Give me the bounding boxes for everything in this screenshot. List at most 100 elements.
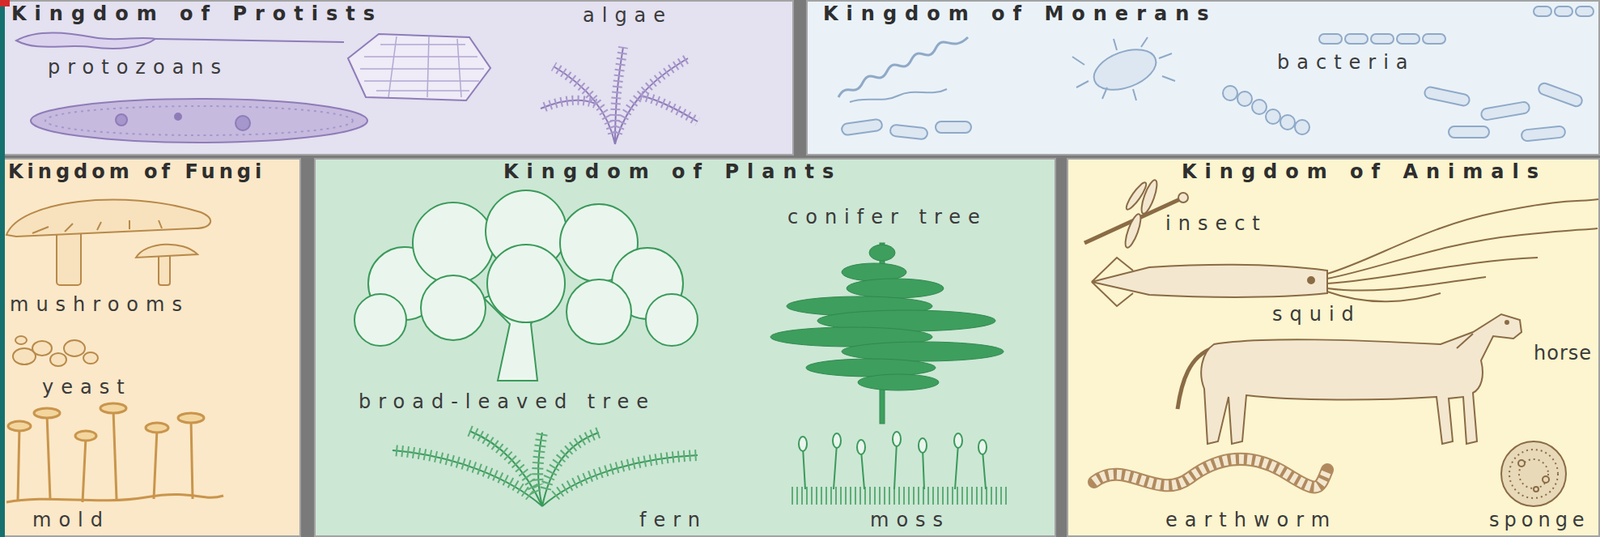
protozoan-drawing-part	[235, 115, 251, 131]
fern-drawing	[392, 430, 698, 506]
conifer-tree-drawing-part	[857, 373, 939, 391]
bacteria-drawing-part	[1222, 85, 1238, 101]
fern-drawing-part	[538, 432, 543, 506]
horse-drawing-part	[1177, 348, 1213, 409]
mold-drawing-part	[178, 412, 204, 423]
algae-drawing-part	[615, 58, 688, 145]
yeast-drawing-part	[83, 352, 98, 364]
bacteria-drawing-part	[1396, 33, 1420, 44]
organism-label: earthworm	[1165, 509, 1337, 531]
mold-drawing-part	[17, 409, 193, 502]
sponge-drawing-part	[1542, 475, 1550, 483]
horse-drawing-part	[1201, 314, 1522, 444]
insect-drawing	[1084, 178, 1189, 249]
bacteria-drawing-part	[1370, 33, 1394, 44]
conifer-tree-drawing-part	[869, 244, 896, 261]
squid-drawing-part	[1327, 228, 1598, 279]
horse-drawing-part	[1456, 333, 1473, 349]
bacteria-drawing-part	[838, 37, 968, 98]
organism-label: protozoans	[47, 56, 229, 78]
horse-drawing	[1177, 314, 1522, 444]
organism-label: moss	[870, 509, 951, 531]
broad-leaved-tree-drawing-part	[611, 247, 684, 319]
organism-label: algae	[582, 4, 673, 26]
broad-leaved-tree-drawing-part	[560, 203, 638, 282]
bacteria-drawing-part	[1345, 33, 1368, 44]
moss-drawing-part	[802, 441, 986, 489]
kingdom-title: Kingdom of Animals	[1181, 161, 1547, 183]
moss-drawing-part	[892, 431, 901, 446]
insect-drawing-part	[1123, 180, 1149, 213]
protozoan-drawing-part	[348, 33, 491, 101]
mushroom-drawing-part	[56, 229, 81, 285]
sponge-drawing-part	[1519, 458, 1549, 489]
broad-leaved-tree-drawing	[354, 190, 698, 381]
kingdom-panel: Kingdom of Animalsinsectsquidhorseearthw…	[1066, 157, 1600, 537]
squid-drawing-part	[1327, 199, 1599, 274]
bacteria-drawing-part	[1520, 125, 1566, 142]
fern-drawing-part	[537, 432, 543, 486]
moss-drawing	[791, 431, 1007, 496]
sponge-drawing-part	[1533, 486, 1539, 492]
earthworm-drawing	[1094, 458, 1328, 488]
protozoan-drawing-part	[115, 114, 128, 126]
moss-drawing-part	[832, 432, 841, 448]
broad-leaved-tree-drawing-part	[487, 244, 565, 323]
insect-drawing-part	[1084, 198, 1182, 243]
frame-strip-part	[0, 0, 10, 7]
bacteria-drawing-part	[1319, 33, 1342, 44]
mold-drawing-part	[8, 420, 31, 431]
bacteria-drawing-part	[1280, 114, 1295, 130]
squid-drawing-part	[1307, 276, 1315, 284]
algae-drawing-part	[553, 66, 616, 145]
conifer-tree-drawing-part	[841, 263, 907, 281]
kingdom-title: Kingdom of Protists	[11, 3, 383, 25]
kingdom-panel: Kingdom of Monerans bacteria	[806, 0, 1600, 156]
protozoan-drawing-part	[30, 98, 368, 143]
kingdom-title: Kingdom of Fungi	[8, 161, 266, 183]
bacteria-drawing-part	[1422, 33, 1446, 44]
frame-strip	[0, 0, 10, 537]
bacteria-drawing-part	[1533, 6, 1552, 17]
squid-drawing	[1091, 199, 1599, 306]
conifer-tree-drawing	[770, 242, 1004, 424]
broad-leaved-tree-drawing-part	[485, 190, 567, 272]
algae-drawing-part	[615, 46, 624, 122]
fern-drawing-part	[469, 430, 543, 506]
yeast-drawing-part	[12, 348, 36, 365]
earthworm-drawing-part	[1094, 458, 1328, 488]
yeast-drawing-part	[32, 340, 52, 356]
conifer-tree-drawing-part	[817, 309, 996, 332]
organism-label: conifer tree	[787, 206, 988, 228]
moss-drawing-part	[954, 432, 963, 448]
fern-drawing-part	[392, 449, 543, 506]
organism-label: fern	[639, 509, 708, 531]
bacteria-drawing-part	[849, 89, 947, 102]
kingdom-panel: Kingdom of Plantsconifer treebroad-leave…	[314, 157, 1057, 537]
fern-drawing-part	[469, 430, 536, 493]
kingdom-title: Kingdom of Monerans	[823, 3, 1218, 25]
organism-label: mold	[32, 509, 111, 531]
algae-drawing-part	[640, 95, 698, 122]
broad-leaved-tree-drawing-part	[412, 202, 494, 284]
organism-label: mushrooms	[9, 293, 190, 315]
squid-drawing-part	[1327, 291, 1441, 302]
bacteria-drawing-part	[1536, 81, 1584, 108]
protozoan-drawing-part	[388, 36, 462, 98]
bacteria-drawing	[838, 6, 1594, 142]
algae-drawing-part	[553, 66, 613, 134]
organism-label: bacteria	[1277, 51, 1416, 73]
conifer-tree-drawing-part	[879, 242, 885, 424]
algae-drawing-part	[540, 100, 596, 109]
moss-drawing-part	[978, 439, 987, 455]
insect-drawing-part	[1138, 178, 1160, 215]
protozoan-drawing-part	[155, 38, 344, 43]
earthworm-drawing-part	[1094, 458, 1328, 488]
bacteria-drawing-part	[935, 121, 972, 133]
mold-drawing-part	[100, 403, 127, 413]
fern-drawing-part	[392, 449, 531, 496]
bacteria-drawing-part	[1072, 37, 1176, 101]
mushroom-drawing-part	[135, 244, 198, 258]
